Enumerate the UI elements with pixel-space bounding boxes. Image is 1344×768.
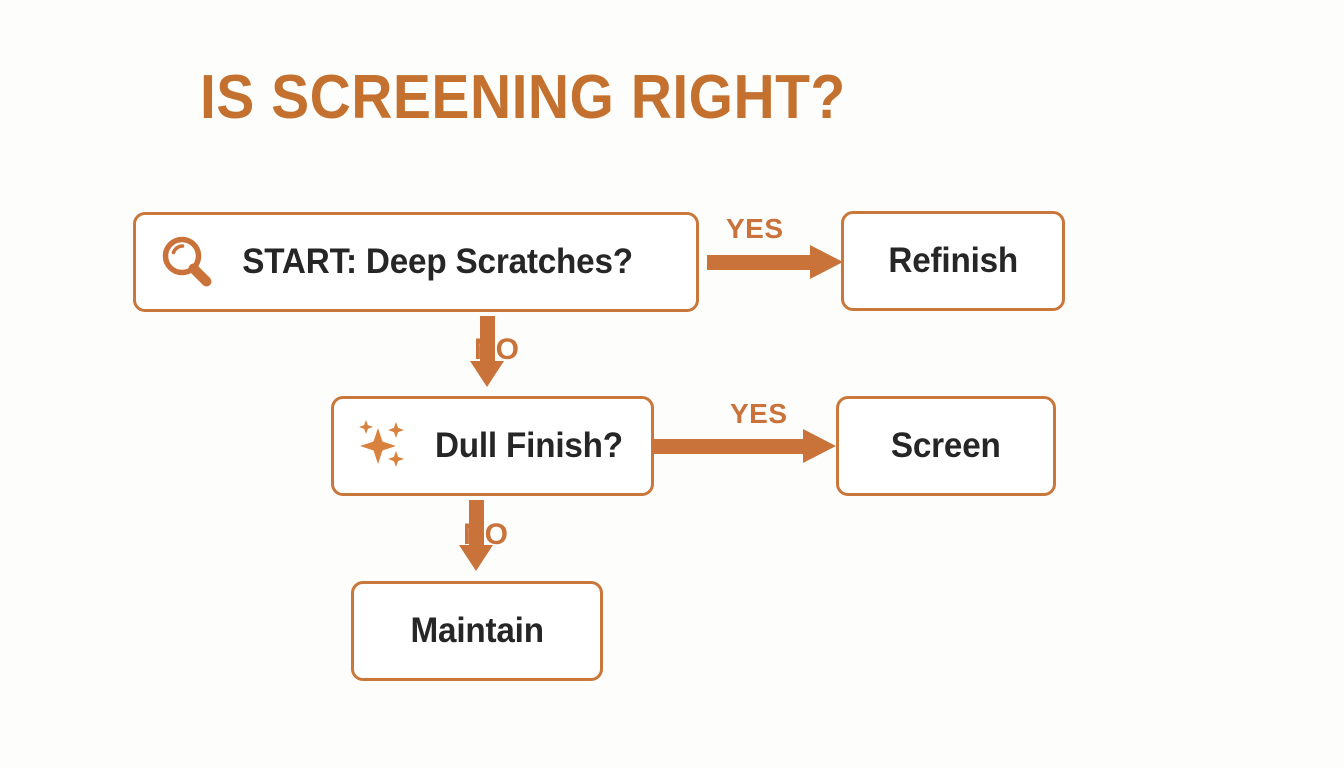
node-dull-finish[interactable]: Dull Finish? — [331, 396, 654, 496]
arrow-shaft — [480, 316, 495, 364]
magnifying-glass-icon — [158, 233, 216, 291]
arrow-shaft — [707, 255, 812, 270]
edge-dull-no-arrow — [456, 500, 496, 572]
node-label: Maintain — [410, 611, 544, 650]
edge-start-yes-arrow — [707, 242, 843, 282]
sparkles-icon — [356, 418, 414, 474]
node-label: START: Deep Scratches? — [242, 242, 633, 281]
node-label: Refinish — [888, 241, 1018, 280]
node-label: Dull Finish? — [434, 426, 623, 465]
node-refinish[interactable]: Refinish — [841, 211, 1065, 311]
arrow-shaft — [653, 439, 805, 454]
edge-label-dull-yes: YES — [730, 398, 788, 429]
arrow-head — [459, 545, 493, 571]
edge-label-dull-no: NO — [463, 518, 508, 551]
arrow-head — [470, 361, 504, 387]
arrow-shaft — [469, 500, 484, 548]
node-screen[interactable]: Screen — [836, 396, 1056, 496]
edge-label-start-yes: YES — [726, 213, 784, 244]
node-maintain[interactable]: Maintain — [351, 581, 603, 681]
arrow-head — [810, 245, 843, 279]
edge-dull-yes-arrow — [653, 426, 838, 466]
arrow-head — [803, 429, 836, 463]
edge-start-no-arrow — [467, 316, 507, 388]
page-title: IS SCREENING RIGHT? — [200, 63, 846, 132]
node-label: Screen — [891, 426, 1001, 465]
edge-label-start-no: NO — [474, 333, 519, 366]
node-start-deep-scratches[interactable]: START: Deep Scratches? — [133, 212, 699, 312]
